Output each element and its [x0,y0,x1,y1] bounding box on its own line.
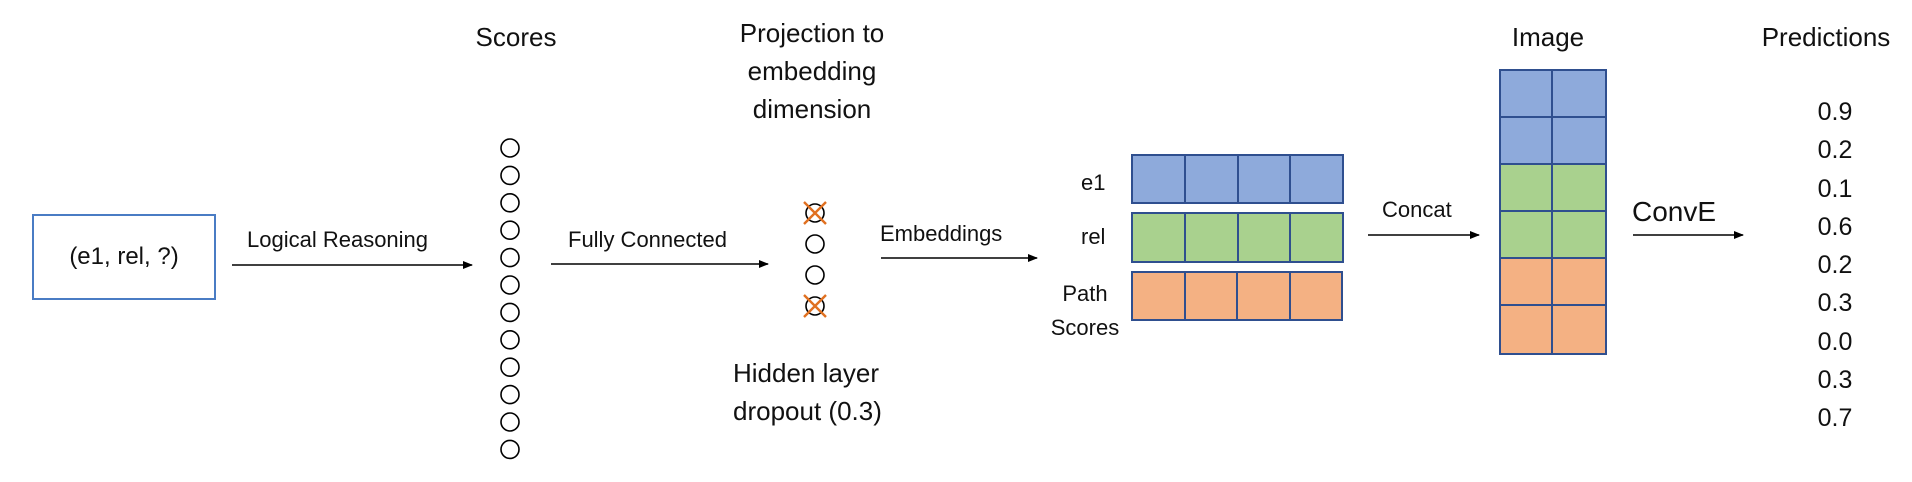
image-cell [1501,71,1553,118]
input-query-box: (e1, rel, ?) [32,214,216,300]
embedding-block-path-scores [1131,271,1343,321]
image-cell [1501,165,1553,212]
embedding-row-label-path: Path [1062,281,1108,306]
embedding-cell [1236,214,1290,261]
embedding-cell [1183,156,1237,202]
projection-title-line-2: embedding [747,56,877,86]
score-node [500,275,520,295]
image-cell [1553,165,1605,212]
image-grid [1499,69,1607,355]
score-node [500,165,520,186]
score-node [500,329,520,350]
predictions-list: 0.9 0.2 0.1 0.6 0.2 0.3 0.0 0.3 0.7 [1805,98,1865,445]
embedding-cell [1289,156,1342,202]
embedding-block-rel [1131,212,1344,263]
label-concat: Concat [1382,197,1452,222]
prediction-value: 0.3 [1817,366,1853,395]
score-node [500,412,520,432]
embedding-cell [1133,214,1184,261]
label-embeddings: Embeddings [880,221,1003,246]
score-node [500,247,520,268]
projection-node [805,265,825,285]
prediction-value: 0.6 [1817,212,1853,241]
score-node [500,138,520,158]
embedding-row-label-rel: rel [1081,224,1106,249]
dropout-caption-line-1: Hidden layer [733,358,879,388]
label-logical-reasoning: Logical Reasoning [247,227,429,252]
embedding-cell [1236,156,1290,202]
prediction-value: 0.2 [1817,136,1853,165]
image-cell [1553,306,1605,353]
image-cell [1553,259,1605,306]
embedding-row-label-e1: e1 [1081,170,1106,195]
score-node [500,220,520,240]
embedding-cell [1183,273,1236,319]
score-nodes [500,138,520,460]
score-node [500,384,520,405]
image-cell [1553,212,1605,259]
embedding-cell [1289,214,1342,261]
image-cell [1501,212,1553,259]
projection-title-line-3: dimension [752,94,872,124]
embedding-block-e1 [1131,154,1344,204]
embedding-cell [1288,273,1341,319]
prediction-value: 0.2 [1817,251,1853,280]
dropout-x-icon [803,294,827,318]
input-query-label: (e1, rel, ?) [69,243,179,270]
score-node [500,439,520,460]
embedding-row-label-scores: Scores [1050,315,1120,340]
prediction-value: 0.0 [1817,327,1853,356]
image-cell [1501,259,1553,306]
prediction-value: 0.1 [1817,174,1853,203]
embedding-cell [1183,214,1237,261]
embedding-cell [1236,273,1289,319]
image-cell [1501,118,1553,165]
score-node [500,302,520,323]
projection-node [805,234,825,254]
projection-nodes [803,201,827,318]
embedding-cell [1133,156,1184,202]
prediction-value: 0.9 [1817,98,1853,126]
dropout-x-icon [803,201,827,225]
projection-title-line-1: Projection to [739,18,885,48]
predictions-title: Predictions [1761,22,1891,52]
image-cell [1501,306,1553,353]
image-cell [1553,118,1605,165]
label-fully-connected: Fully Connected [568,227,727,252]
score-node [500,193,520,213]
dropout-caption-line-2: dropout (0.3) [733,396,882,426]
image-cell [1553,71,1605,118]
prediction-value: 0.7 [1817,404,1853,433]
score-node [500,357,520,378]
embedding-cell [1133,273,1184,319]
image-title: Image [1511,22,1585,52]
scores-title: Scores [475,22,557,52]
label-conve: ConvE [1632,196,1717,227]
prediction-value: 0.3 [1817,289,1853,318]
